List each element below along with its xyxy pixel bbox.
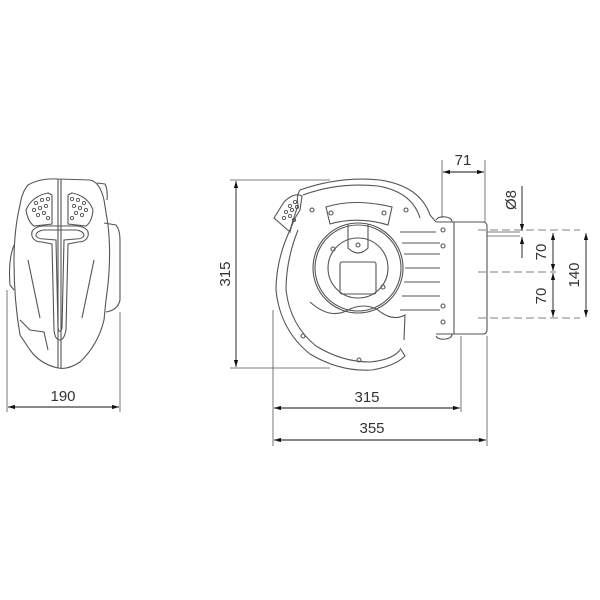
hole-centerlines (478, 229, 580, 319)
side-grip-dots (31, 196, 89, 221)
dimension-label-70-upper: 70 (533, 244, 550, 261)
dimension-label-315-width: 315 (354, 389, 379, 406)
dimension-hole-spacing-total: 140 (566, 233, 589, 317)
dimension-label-140: 140 (566, 262, 583, 287)
dimension-bracket-depth: 71 (441, 152, 486, 222)
dimension-front-width: 315 (272, 310, 462, 446)
dimension-label-71: 71 (455, 152, 472, 169)
dimension-label-355: 355 (359, 420, 384, 437)
dimension-side-width: 190 (6, 290, 121, 412)
dimension-overall-width: 355 (274, 336, 488, 446)
dimension-front-height: 315 (217, 179, 330, 369)
dimension-label-315-height: 315 (217, 261, 234, 286)
dimension-label-diameter: Ø8 (503, 190, 520, 210)
front-view (273, 178, 488, 371)
dimension-label-190: 190 (50, 388, 75, 405)
grip-dots-front (281, 199, 300, 223)
dimension-hole-spacing: 70 70 (533, 233, 556, 317)
dimension-hole-diameter: Ø8 (503, 186, 525, 258)
side-view (8, 178, 121, 369)
dimension-label-70-lower: 70 (533, 288, 550, 305)
